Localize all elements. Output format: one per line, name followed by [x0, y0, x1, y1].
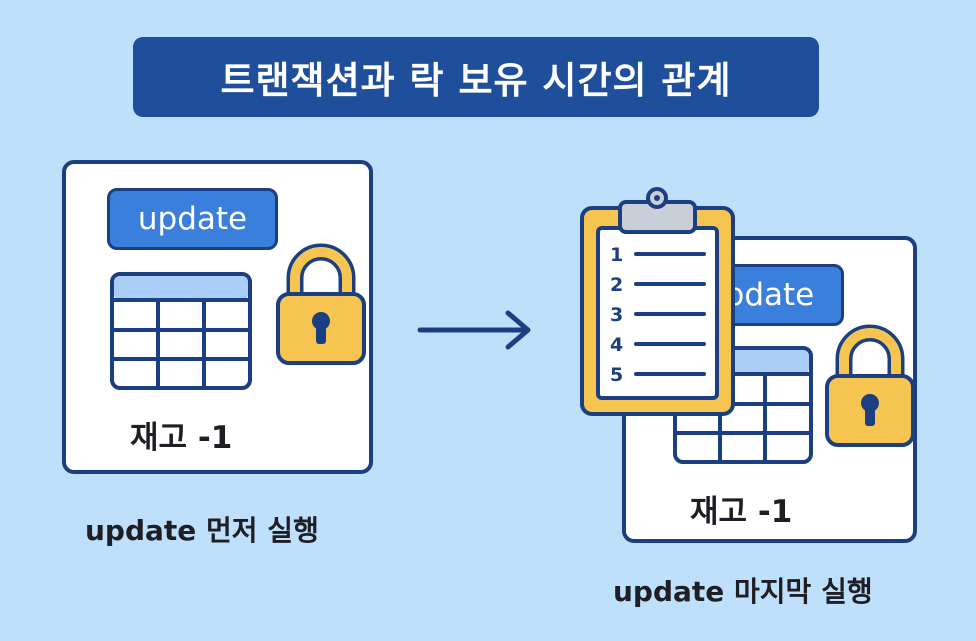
clipboard-item-1: 1 — [610, 244, 623, 266]
clipboard-item-4: 4 — [610, 334, 623, 356]
clipboard-icon: 1 2 3 4 5 — [580, 187, 735, 416]
arrow-right-icon — [417, 310, 531, 350]
clipboard-item-5: 5 — [610, 364, 623, 386]
right-caption: update 마지막 실행 — [613, 575, 873, 608]
left-stock-text: 재고 -1 — [130, 420, 233, 456]
clipboard-item-2: 2 — [610, 274, 623, 296]
left-caption: update 먼저 실행 — [85, 514, 319, 547]
left-update-label: update — [137, 201, 248, 237]
right-stock-text: 재고 -1 — [690, 494, 793, 530]
left-lock-icon — [276, 243, 366, 365]
left-update-badge: update — [107, 188, 278, 250]
title-banner: 트랜잭션과 락 보유 시간의 관계 — [133, 37, 819, 117]
left-table-icon — [110, 272, 252, 390]
clipboard-item-3: 3 — [610, 304, 623, 326]
clipboard-list: 1 2 3 4 5 — [610, 244, 706, 386]
right-lock-icon — [825, 324, 915, 447]
diagram-title: 트랜잭션과 락 보유 시간의 관계 — [220, 59, 732, 102]
